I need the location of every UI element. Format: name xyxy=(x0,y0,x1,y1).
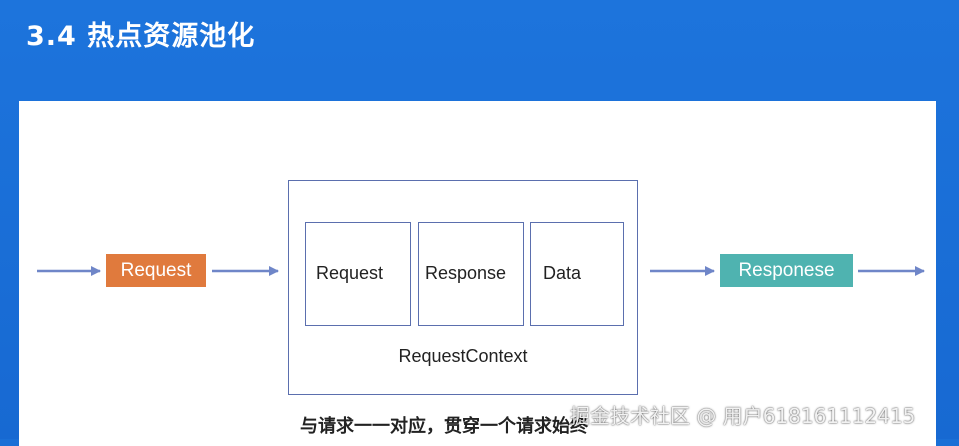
component-data-box: Data xyxy=(530,222,624,326)
watermark-text: 掘金技术社区 @ 用户618161112415 xyxy=(570,404,916,428)
response-node: Responese xyxy=(720,254,853,287)
request-context-box xyxy=(288,180,638,395)
component-data-label: Data xyxy=(543,263,582,283)
component-request-label: Request xyxy=(316,263,384,283)
component-request-box: Request xyxy=(305,222,411,326)
caption-text: 与请求一一对应，贯穿一个请求始终 xyxy=(300,416,588,437)
component-response-box: Response xyxy=(418,222,524,326)
slide-title: 3.4 热点资源池化 xyxy=(26,21,256,52)
component-response-label: Response xyxy=(425,263,507,283)
request-node: Request xyxy=(106,254,206,287)
request-context-label: RequestContext xyxy=(398,346,528,366)
